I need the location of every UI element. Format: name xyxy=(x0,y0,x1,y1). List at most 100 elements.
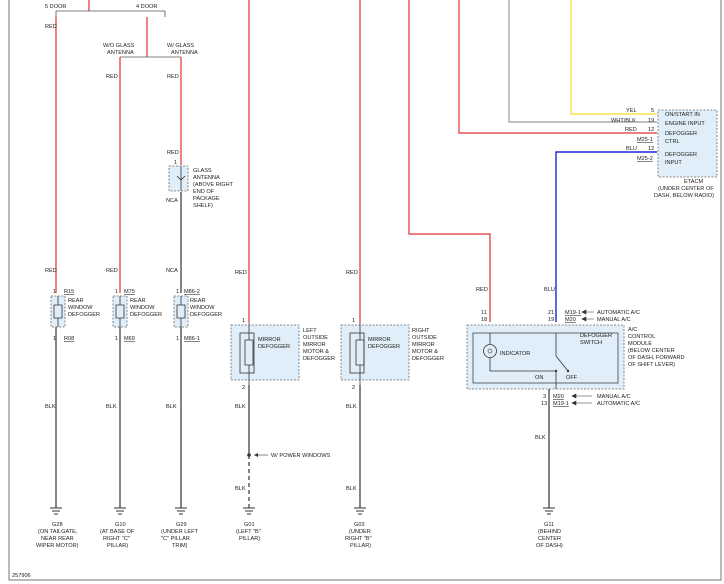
antenna-without-l1: W/O GLASS xyxy=(103,43,135,49)
defogger-switch-blade-icon xyxy=(555,355,569,372)
glass-antenna-box xyxy=(168,165,189,192)
label-red-4: RED xyxy=(167,150,179,156)
indicator-lamp-filament xyxy=(487,348,493,354)
power-windows-splice xyxy=(247,453,251,457)
ac-module-inner xyxy=(472,332,619,384)
ac-conn-bot-1: M20 xyxy=(553,394,564,400)
label-blk-5: BLK xyxy=(235,486,246,492)
ac-conn-bot-2: M19-1 xyxy=(553,401,569,407)
ground-g29-l2: "C" PILLAR xyxy=(161,536,190,542)
ground-g03 xyxy=(354,507,366,515)
ac-pin-top-r1: 21 xyxy=(548,310,554,316)
left-mirror-inner-l2: DEFOGGER xyxy=(258,344,290,350)
door-5-label: 5 DOOR xyxy=(45,4,66,10)
ground-g01 xyxy=(243,507,255,515)
defogger-1-l1: REAR xyxy=(68,298,84,304)
defogger-3-pin-top: 1 xyxy=(176,289,179,295)
left-mirror-pin-bot: 2 xyxy=(242,385,245,391)
antenna-with-l1: W/ GLASS xyxy=(167,43,194,49)
wire-wht-blk xyxy=(508,0,657,123)
ground-g11-l3: OF DASH) xyxy=(536,543,563,549)
ground-g01-id: G01 xyxy=(244,522,255,528)
left-mirror-inner xyxy=(239,332,255,374)
glass-antenna-l3: (ABOVE RIGHT xyxy=(193,182,234,188)
glass-antenna-l1: GLASS xyxy=(193,168,212,174)
ground-g03-l3: PILLAR) xyxy=(350,543,371,549)
ac-variant-top-1: AUTOMATIC A/C xyxy=(597,310,640,316)
switch-contact-off xyxy=(566,369,570,373)
right-mirror-pin-top: 1 xyxy=(352,318,355,324)
glass-antenna-l4: END OF xyxy=(193,189,215,195)
ac-conn-top-1: M19-1 xyxy=(565,310,581,316)
ac-arrow-top-2-icon xyxy=(581,316,594,322)
defogger-2-conn-bot: M69 xyxy=(124,336,135,342)
label-red-7: RED xyxy=(235,270,247,276)
defogger-3-conn-top: M86-2 xyxy=(184,289,200,295)
wire-red-etacm xyxy=(458,0,657,134)
ac-pin-bot-1: 3 xyxy=(543,394,546,400)
right-mirror-pin-bot: 2 xyxy=(352,385,355,391)
right-mirror-l2: OUTSIDE xyxy=(412,335,437,341)
defogger-1-pin-bot: 1 xyxy=(53,336,56,342)
ground-g28-id: G28 xyxy=(52,522,63,528)
defogger-3-conn-bot: M86-1 xyxy=(184,336,200,342)
ground-g29 xyxy=(175,507,187,515)
right-mirror-inner-l2: DEFOGGER xyxy=(368,344,400,350)
right-mirror-l5: DEFOGGER xyxy=(412,356,444,362)
ground-g28-l1: (ON TAILGATE, xyxy=(38,529,78,535)
ground-g10-l3: PILLAR) xyxy=(107,543,128,549)
defogger-1-pin-top: 1 xyxy=(53,289,56,295)
defogger-2-conn-top: M75 xyxy=(124,289,135,295)
etacm-conn-2: M25-2 xyxy=(637,156,653,162)
power-windows-label: W/ POWER WINDOWS xyxy=(271,453,331,459)
etacm-color-1: YEL xyxy=(626,108,637,114)
defogger-grid-icon-3 xyxy=(176,296,186,327)
left-mirror-l2: OUTSIDE xyxy=(303,335,328,341)
left-mirror-l3: MIRROR xyxy=(303,342,326,348)
ac-pin-top-l2: 18 xyxy=(481,317,487,323)
ac-pin-bot-2: 13 xyxy=(541,401,547,407)
label-red-6: RED xyxy=(106,268,118,274)
defogger-2-l1: REAR xyxy=(130,298,146,304)
label-blu-1: BLU xyxy=(544,287,555,293)
indicator-lamp-icon xyxy=(483,344,497,358)
etacm-loc-1: (UNDER CENTER OF xyxy=(658,186,714,192)
label-nca-2: NCA xyxy=(166,268,178,274)
defogger-1-conn-bot: R08 xyxy=(64,336,74,342)
defogger-2-pin-top: 1 xyxy=(115,289,118,295)
etacm-pin-1: 5 xyxy=(651,108,654,114)
left-mirror-l4: MOTOR & xyxy=(303,349,329,355)
power-windows-arrowhead-icon xyxy=(254,453,258,457)
ground-g11-l2: CENTER xyxy=(538,536,561,542)
ac-pin-top-r2: 19 xyxy=(548,317,554,323)
label-blk-6: BLK xyxy=(346,404,357,410)
defogger-2-pin-bot: 1 xyxy=(115,336,118,342)
ground-g11 xyxy=(543,507,555,515)
label-red-2: RED xyxy=(106,74,118,80)
defogger-3-pin-bot: 1 xyxy=(176,336,179,342)
label-red-3: RED xyxy=(167,74,179,80)
label-blk-4: BLK xyxy=(235,404,246,410)
defogger-2-l2: WINDOW xyxy=(130,305,155,311)
label-blk-7: BLK xyxy=(346,486,357,492)
ground-g28 xyxy=(50,507,62,515)
diagram-frame xyxy=(8,0,722,581)
etacm-pin-2: 19 xyxy=(648,118,654,124)
figure-id: 257906 xyxy=(12,573,31,579)
etacm-color-3: RED xyxy=(625,127,637,133)
ac-conn-top-2: M20 xyxy=(565,317,576,323)
label-red-8: RED xyxy=(346,270,358,276)
defogger-3-l3: DEFOGGER xyxy=(190,312,222,318)
ground-g01-l2: PILLAR) xyxy=(239,536,260,542)
ground-g10-l1: (AT BASE OF xyxy=(100,529,135,535)
label-red-9: RED xyxy=(476,287,488,293)
glass-antenna-l6: SHELF) xyxy=(193,203,213,209)
ground-g28-l3: WIPER MOTOR) xyxy=(36,543,79,549)
ground-g01-l1: (LEFT "B" xyxy=(236,529,261,535)
ac-module-l4: (BELOW CENTER xyxy=(628,348,675,354)
ac-variant-bot-1: MANUAL A/C xyxy=(597,394,631,400)
antenna-without-l2: ANTENNA xyxy=(107,50,134,56)
door-4-label: 4 DOOR xyxy=(136,4,157,10)
left-mirror-box xyxy=(230,324,300,381)
glass-antenna-l5: PACKAGE xyxy=(193,196,220,202)
